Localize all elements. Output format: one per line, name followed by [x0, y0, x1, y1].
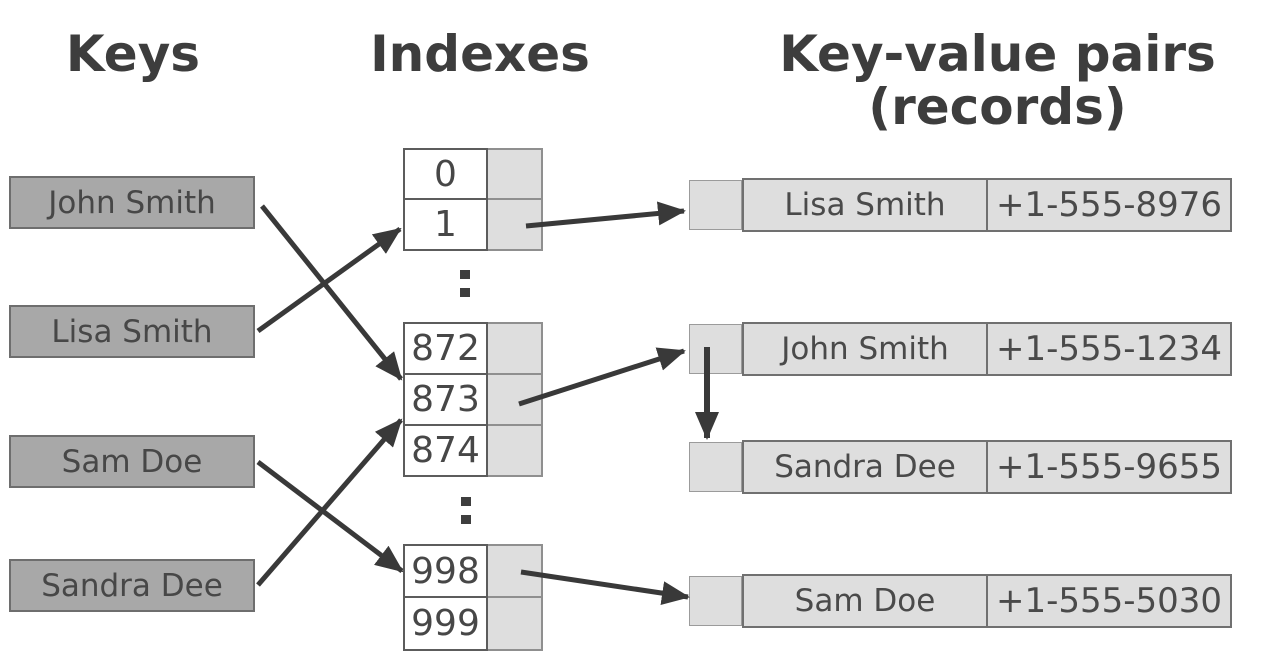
index-row-0: 0 — [403, 148, 543, 200]
ellipsis-dot — [461, 515, 471, 524]
record-row-john-smith: John Smith +1-555-1234 — [689, 322, 1232, 376]
key-label: John Smith — [48, 184, 216, 221]
ellipsis-dot — [460, 288, 470, 297]
record-key-cell: Sam Doe — [742, 574, 988, 628]
record-value-cell: +1-555-9655 — [986, 440, 1232, 494]
keys-column-title: Keys — [65, 25, 201, 83]
record-key-cell: Sandra Dee — [742, 440, 988, 494]
indexes-column-title: Indexes — [370, 25, 590, 83]
index-pointer-cell-872 — [486, 322, 543, 375]
index-pointer-cell-873 — [486, 373, 543, 426]
index-bucket-table-872-874: 872 873 874 — [403, 322, 543, 477]
record-row-sam-doe: Sam Doe +1-555-5030 — [689, 574, 1232, 628]
record-next-pointer-cell — [689, 442, 742, 492]
arrow-index-1-to-record-lisa-smith — [525, 201, 686, 229]
record-key-cell: Lisa Smith — [742, 178, 988, 232]
record-row-lisa-smith: Lisa Smith +1-555-8976 — [689, 178, 1232, 232]
arrow-key-sam-doe-to-index-998 — [256, 460, 404, 573]
arrow-key-john-smith-to-index-873 — [260, 204, 403, 381]
record-next-pointer-cell — [689, 180, 742, 230]
index-pointer-cell-1 — [486, 198, 543, 251]
index-cell-872: 872 — [403, 322, 488, 375]
record-value-cell: +1-555-1234 — [986, 322, 1232, 376]
index-row-999: 999 — [403, 596, 543, 651]
index-row-872: 872 — [403, 322, 543, 375]
arrow-key-sandra-dee-to-index-873 — [256, 418, 403, 587]
index-bucket-table-998-999: 998 999 — [403, 544, 543, 651]
index-cell-873: 873 — [403, 373, 488, 426]
records-title-line2: (records) — [868, 78, 1127, 136]
index-row-874: 874 — [403, 424, 543, 477]
record-next-pointer-cell — [689, 324, 742, 374]
key-box-sandra-dee: Sandra Dee — [9, 559, 255, 612]
index-cell-0: 0 — [403, 148, 488, 200]
records-column-title: Key-value pairs (records) — [745, 28, 1250, 134]
record-row-sandra-dee: Sandra Dee +1-555-9655 — [689, 440, 1232, 494]
index-pointer-cell-999 — [486, 596, 543, 651]
key-label: Sandra Dee — [41, 567, 223, 604]
arrow-index-873-to-record-john-smith — [518, 347, 686, 407]
record-next-pointer-cell — [689, 576, 742, 626]
index-row-873: 873 — [403, 373, 543, 426]
index-cell-1: 1 — [403, 198, 488, 251]
record-value-cell: +1-555-5030 — [986, 574, 1232, 628]
index-bucket-table-0-1: 0 1 — [403, 148, 543, 251]
index-pointer-cell-998 — [486, 544, 543, 598]
ellipsis-dot — [460, 270, 470, 279]
index-cell-874: 874 — [403, 424, 488, 477]
index-cell-999: 999 — [403, 596, 488, 651]
key-label: Sam Doe — [61, 443, 203, 480]
ellipsis-dot — [461, 497, 471, 506]
index-cell-998: 998 — [403, 544, 488, 598]
record-value-cell: +1-555-8976 — [986, 178, 1232, 232]
arrow-key-lisa-smith-to-index-1 — [256, 226, 402, 334]
arrow-index-998-to-record-sam-doe — [520, 569, 690, 606]
index-pointer-cell-0 — [486, 148, 543, 200]
key-box-lisa-smith: Lisa Smith — [9, 305, 255, 358]
key-box-sam-doe: Sam Doe — [9, 435, 255, 488]
key-label: Lisa Smith — [51, 313, 213, 350]
index-row-998: 998 — [403, 544, 543, 598]
index-row-1: 1 — [403, 198, 543, 251]
records-title-line1: Key-value pairs — [779, 25, 1216, 83]
key-box-john-smith: John Smith — [9, 176, 255, 229]
record-key-cell: John Smith — [742, 322, 988, 376]
index-pointer-cell-874 — [486, 424, 543, 477]
